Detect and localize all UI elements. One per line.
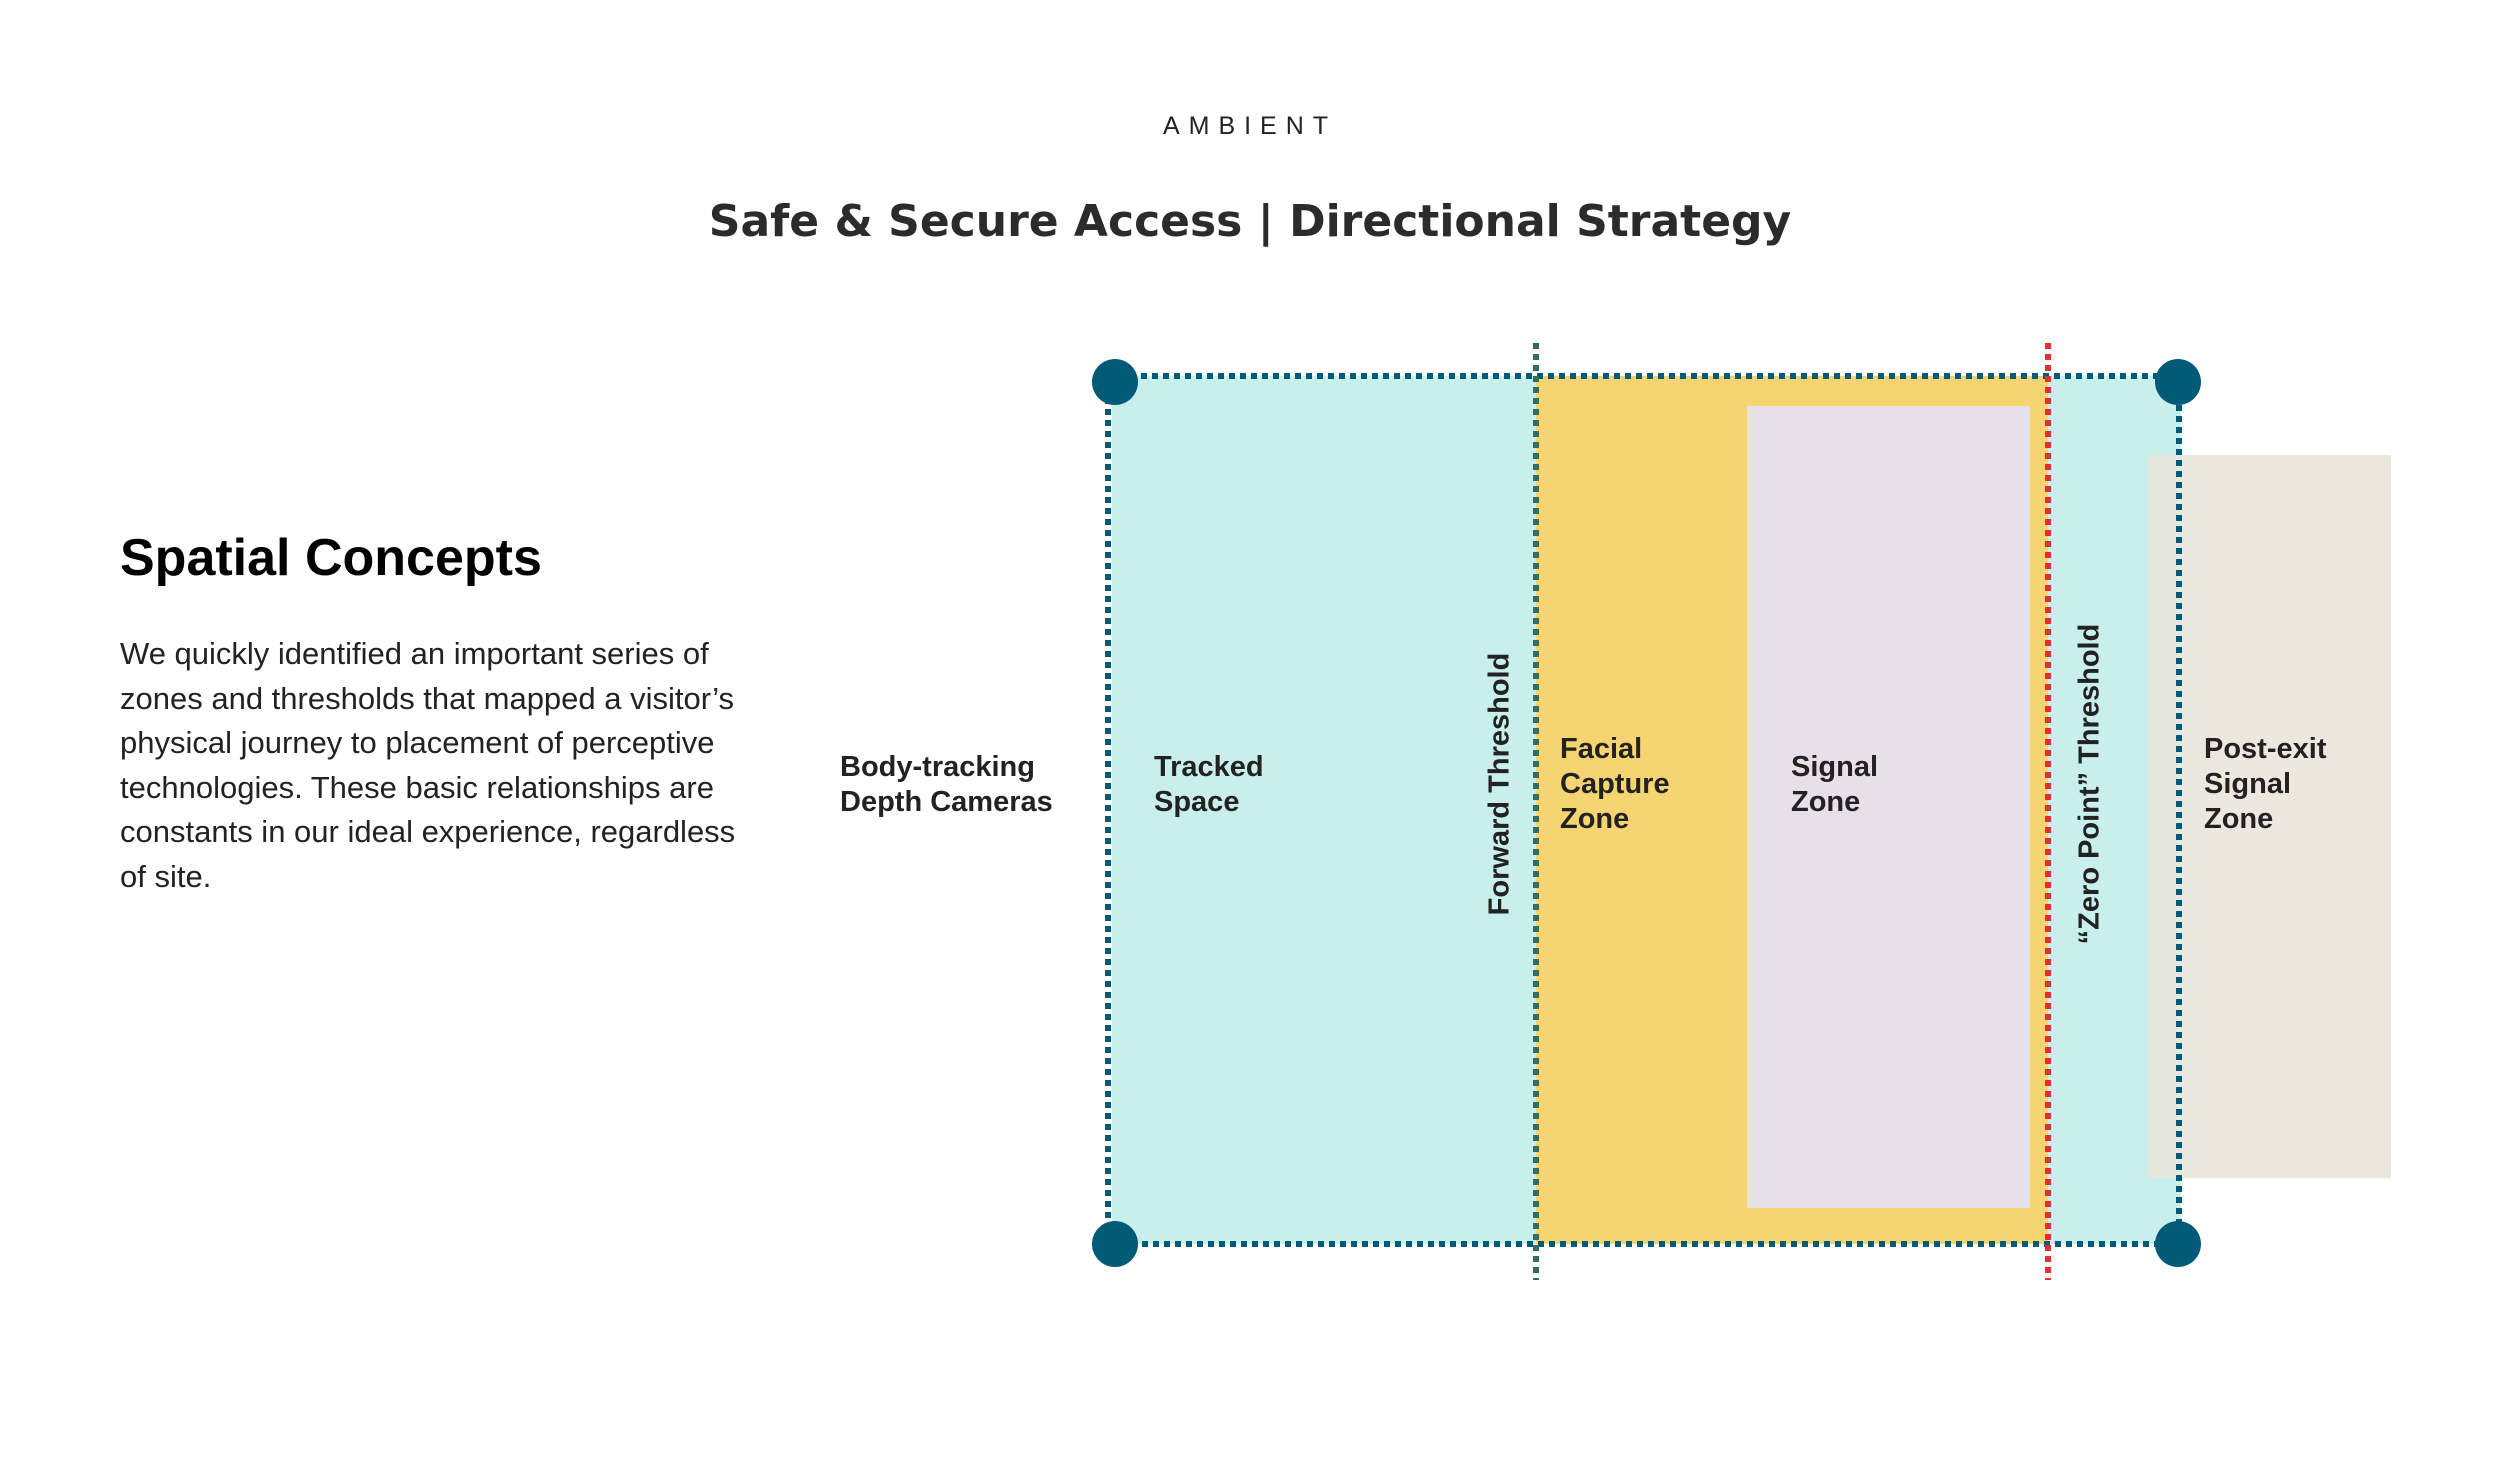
depth-camera-node-top-left bbox=[1092, 359, 1138, 405]
section-body: We quickly identified an important serie… bbox=[120, 636, 736, 894]
label-forward-threshold: Forward Threshold bbox=[1483, 652, 1516, 916]
signal-zone bbox=[1747, 406, 2030, 1208]
label-signal-zone: Signal Zone bbox=[1791, 751, 1879, 818]
brand-wordmark: AMBIENT bbox=[1162, 112, 1338, 140]
label-facial-capture-zone: Facial Capture Zone bbox=[1560, 733, 1670, 835]
post-exit-signal-zone bbox=[2148, 455, 2391, 1178]
depth-camera-node-bottom-right bbox=[2155, 1221, 2201, 1267]
label-tracked-space: Tracked Space bbox=[1154, 751, 1264, 818]
depth-camera-node-top-right bbox=[2155, 359, 2201, 405]
page-title: Safe & Secure Access | Directional Strat… bbox=[708, 196, 1792, 247]
section-heading: Spatial Concepts bbox=[120, 529, 542, 587]
label-post-exit-signal-zone: Post-exit Signal Zone bbox=[2204, 733, 2327, 835]
label-depth-cameras: Body-tracking Depth Cameras bbox=[840, 751, 1053, 818]
label-zero-point-threshold: “Zero Point” Threshold bbox=[2073, 623, 2106, 945]
tracked-area-boundary bbox=[1105, 373, 2182, 1247]
depth-camera-node-bottom-left bbox=[1092, 1221, 1138, 1267]
